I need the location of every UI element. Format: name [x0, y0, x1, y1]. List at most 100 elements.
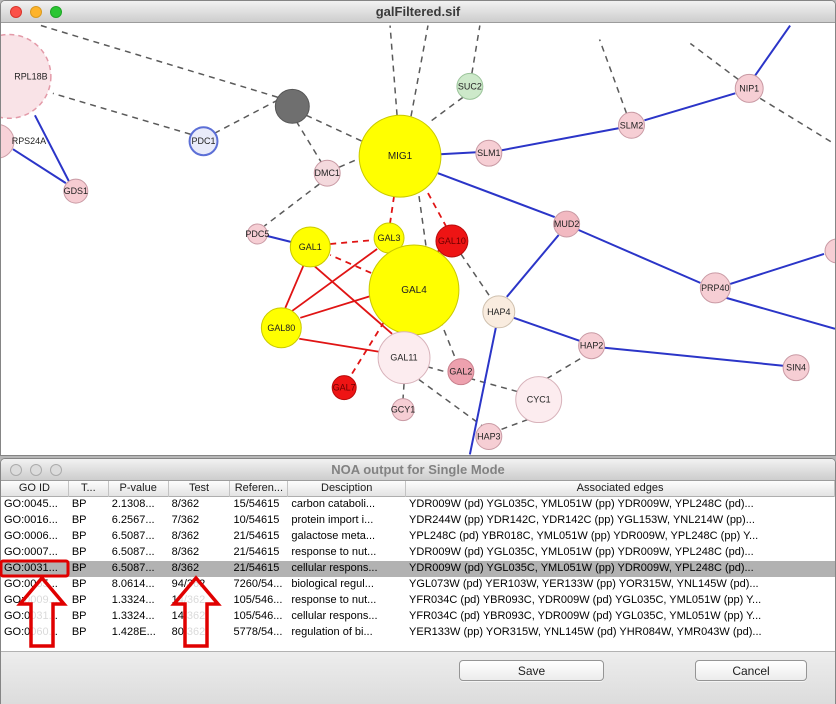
network-edge[interactable]: [263, 183, 320, 227]
network-edge[interactable]: [299, 337, 380, 353]
network-node-unlabeled[interactable]: [824, 238, 835, 264]
network-edge[interactable]: [305, 114, 363, 142]
network-edge[interactable]: [759, 97, 835, 145]
network-edge[interactable]: [644, 92, 736, 122]
network-node-pdc1[interactable]: [188, 126, 219, 157]
zoom-button[interactable]: [50, 6, 62, 18]
network-node-gal1[interactable]: [289, 226, 331, 268]
network-node-hap3[interactable]: [475, 423, 503, 450]
column-header-type[interactable]: T...: [69, 481, 109, 497]
network-node-slm1[interactable]: [475, 139, 503, 167]
network-edge[interactable]: [501, 127, 619, 152]
network-node-slm2[interactable]: [618, 111, 645, 139]
network-edge[interactable]: [418, 195, 427, 247]
network-node-sin4[interactable]: [782, 354, 810, 382]
network-node-gal80[interactable]: [260, 307, 302, 349]
zoom-button[interactable]: [50, 464, 62, 476]
network-edge[interactable]: [330, 239, 375, 245]
network-node-cyc1[interactable]: [515, 376, 563, 424]
network-node-prp40[interactable]: [699, 272, 731, 304]
network-edge[interactable]: [313, 265, 393, 335]
network-edge[interactable]: [284, 265, 305, 309]
network-node-hap4[interactable]: [482, 295, 516, 329]
network-edge[interactable]: [295, 120, 322, 163]
network-edge[interactable]: [437, 172, 556, 218]
network-edge[interactable]: [471, 25, 481, 74]
network-node-gcy1[interactable]: [391, 398, 415, 422]
network-node-dmc1[interactable]: [313, 159, 341, 187]
network-edge[interactable]: [427, 192, 447, 227]
network-edge[interactable]: [338, 157, 361, 168]
network-edge[interactable]: [578, 229, 701, 284]
network-node-rps24a[interactable]: [1, 124, 15, 159]
network-edge[interactable]: [402, 383, 405, 399]
network-node-gal10[interactable]: [435, 224, 469, 258]
network-canvas[interactable]: RPL18BRPS24AGDS1PDC1DMC1MIG1SUC2SLM1SLM2…: [1, 23, 835, 455]
network-node-gal7[interactable]: [331, 375, 357, 401]
network-edge[interactable]: [725, 296, 835, 330]
column-header-description[interactable]: Desciption: [288, 481, 407, 497]
network-edge[interactable]: [389, 195, 395, 224]
network-node-mig1[interactable]: [358, 114, 442, 198]
cancel-button[interactable]: Cancel: [695, 660, 807, 681]
network-edge[interactable]: [506, 234, 560, 298]
network-edge[interactable]: [439, 151, 477, 156]
network-edge[interactable]: [546, 356, 584, 380]
network-edge[interactable]: [214, 99, 278, 134]
network-edge[interactable]: [427, 96, 464, 124]
network-node-nip1[interactable]: [734, 73, 764, 103]
network-edge[interactable]: [267, 235, 292, 243]
network-edge[interactable]: [426, 365, 518, 393]
network-node-rpl18b[interactable]: [1, 33, 52, 120]
network-node-pdc5[interactable]: [246, 223, 268, 245]
network-edge[interactable]: [418, 379, 483, 427]
network-edge[interactable]: [460, 253, 492, 299]
network-node-gal11[interactable]: [377, 331, 431, 385]
save-button[interactable]: Save: [459, 660, 604, 681]
network-edge[interactable]: [40, 24, 282, 100]
network-edge[interactable]: [389, 25, 398, 116]
column-header-goid[interactable]: GO ID: [1, 481, 69, 497]
network-node-mud2[interactable]: [553, 210, 581, 238]
network-edge[interactable]: [329, 254, 372, 274]
minimize-button[interactable]: [30, 6, 42, 18]
network-edge[interactable]: [291, 248, 378, 312]
network-edge[interactable]: [410, 25, 429, 117]
network-edge[interactable]: [12, 148, 67, 184]
network-edge[interactable]: [729, 253, 825, 285]
network-edge[interactable]: [513, 316, 580, 342]
network-edge[interactable]: [468, 327, 497, 455]
minimize-button[interactable]: [30, 464, 42, 476]
network-edge[interactable]: [52, 92, 191, 135]
column-header-pvalue[interactable]: P-value: [109, 481, 169, 497]
column-header-test[interactable]: Test: [169, 481, 231, 497]
noa-window-titlebar[interactable]: NOA output for Single Mode: [1, 459, 835, 481]
close-button[interactable]: [10, 464, 22, 476]
column-header-reference[interactable]: Referen...: [230, 481, 289, 497]
network-node-suc2[interactable]: [456, 72, 484, 100]
network-edge[interactable]: [439, 319, 457, 360]
network-edge[interactable]: [689, 42, 739, 80]
network-edge[interactable]: [598, 39, 628, 114]
network-node-unlabeled[interactable]: [274, 88, 310, 124]
network-node-gal2[interactable]: [447, 358, 475, 386]
network-edge[interactable]: [500, 418, 528, 431]
network-node-gds1[interactable]: [63, 178, 89, 204]
network-edge[interactable]: [34, 114, 70, 182]
close-button[interactable]: [10, 6, 22, 18]
network-edge[interactable]: [754, 24, 791, 76]
network-edge[interactable]: [604, 346, 784, 367]
network-edge[interactable]: [300, 295, 372, 319]
column-header-edges[interactable]: Associated edges: [406, 481, 836, 497]
network-window-titlebar[interactable]: galFiltered.sif: [1, 1, 835, 23]
network-node-hap2[interactable]: [578, 332, 606, 360]
